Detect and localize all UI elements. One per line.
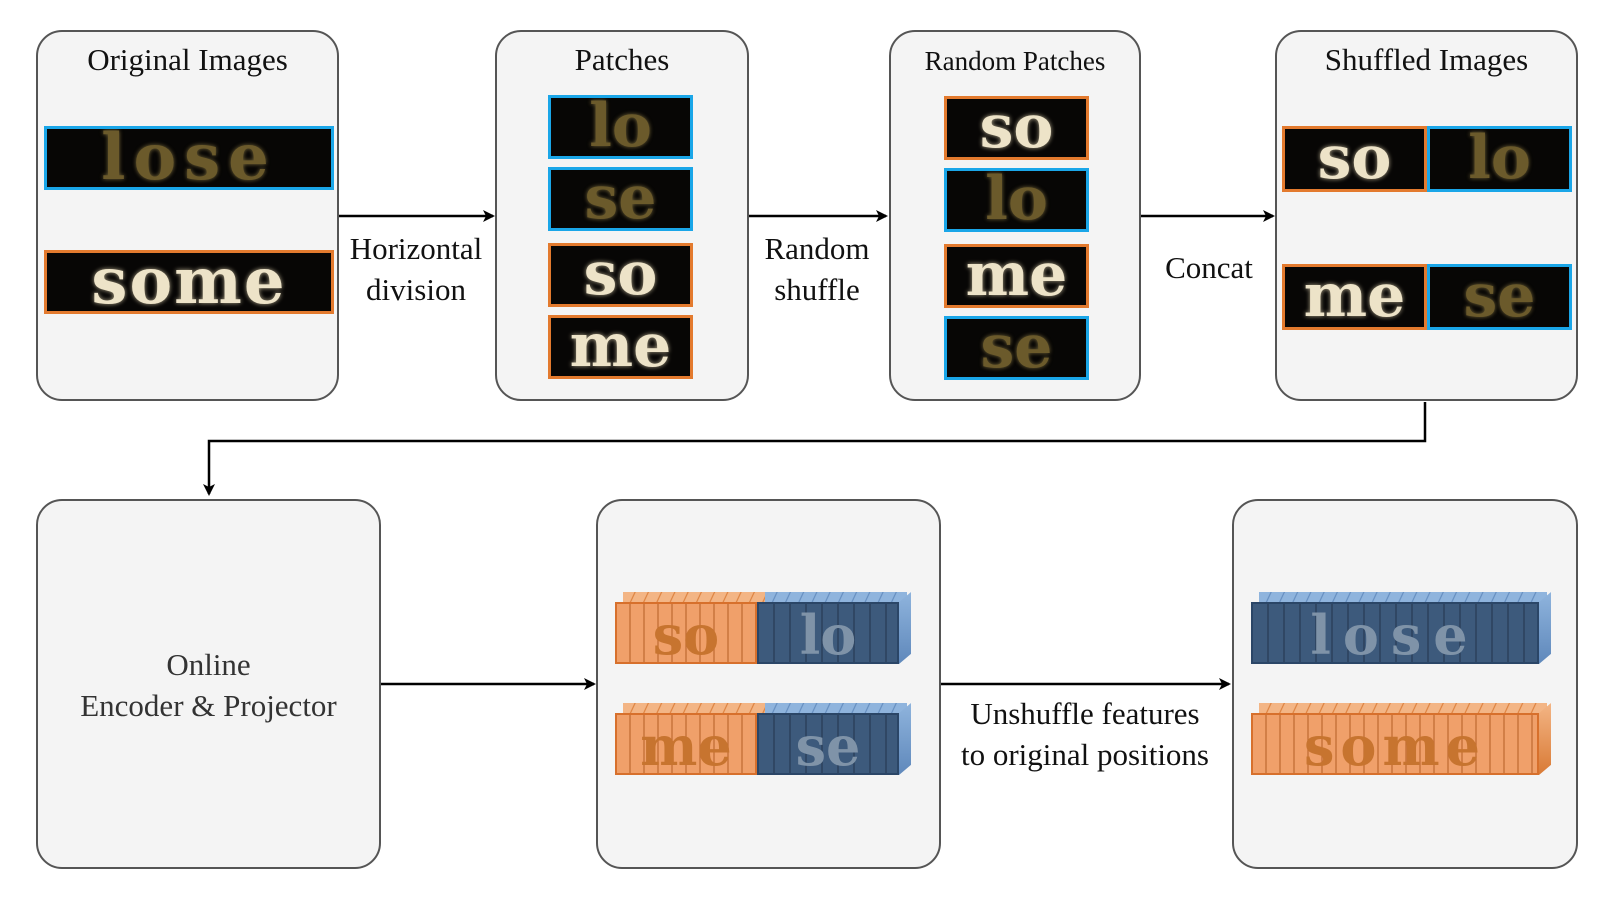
feature-top-blue	[1259, 592, 1547, 602]
image-text: lo	[589, 95, 652, 159]
panel-title: Patches	[574, 42, 670, 77]
image-text: lo	[1468, 126, 1531, 192]
feature-side	[1539, 703, 1551, 775]
feature-segment-me: me	[615, 713, 757, 775]
feature-top-blue	[765, 592, 907, 602]
random-patch-se: se	[944, 316, 1089, 380]
random-patch-lo: lo	[944, 168, 1089, 232]
patch-lo: lo	[548, 95, 693, 159]
feature-side	[899, 592, 911, 664]
feature-top-orange	[623, 592, 765, 602]
random-patch-so: so	[944, 96, 1089, 160]
image-text: me	[569, 315, 672, 379]
feature-segment-lose: lose	[1251, 602, 1539, 664]
image-text: me	[965, 244, 1068, 308]
original-image-some: some	[44, 250, 334, 314]
panel-unshuffled-features	[1232, 499, 1578, 869]
feature-segment-lo: lo	[757, 602, 899, 664]
shuffled-segment-so: so	[1282, 126, 1427, 192]
feature-row-lose: lose	[1251, 592, 1557, 664]
label-line: Concat	[1165, 250, 1253, 285]
random-patch-me: me	[944, 244, 1089, 308]
image-text: so	[1317, 126, 1392, 192]
encoder-label-line: Online	[166, 647, 251, 682]
label-line: Horizontal	[349, 231, 483, 266]
image-text: lo	[985, 168, 1048, 232]
label-random-shuffle: Random shuffle	[750, 228, 884, 310]
panel-random-patches: Random Patches so lo me se	[889, 30, 1141, 401]
image-text: some	[91, 250, 287, 314]
feature-side	[1539, 592, 1551, 664]
image-text: lose	[101, 126, 277, 190]
feature-row-some: some	[1251, 703, 1557, 775]
feature-top-blue	[765, 703, 907, 713]
feature-side	[899, 703, 911, 775]
label-line: to original positions	[961, 737, 1209, 772]
shuffled-segment-se: se	[1427, 264, 1572, 330]
shuffled-image-mese: me se	[1282, 264, 1572, 330]
patch-se: se	[548, 167, 693, 231]
image-text: me	[1303, 264, 1406, 330]
image-text: so	[583, 243, 658, 307]
image-text: so	[979, 96, 1054, 160]
image-text: se	[584, 167, 657, 231]
feature-segment-some: some	[1251, 713, 1539, 775]
label-horizontal-division: Horizontal division	[340, 228, 492, 310]
image-text: se	[1463, 264, 1536, 330]
panel-original-images: Original Images lose some	[36, 30, 339, 401]
patch-so: so	[548, 243, 693, 307]
original-image-lose: lose	[44, 126, 334, 190]
panel-title: Random Patches	[924, 46, 1106, 76]
label-line: division	[366, 272, 466, 307]
shuffled-segment-me: me	[1282, 264, 1427, 330]
shuffled-image-solo: so lo	[1282, 126, 1572, 192]
shuffled-segment-lo: lo	[1427, 126, 1572, 192]
panel-title: Shuffled Images	[1324, 42, 1529, 77]
panel-shuffled-features	[596, 499, 941, 869]
label-line: Random	[764, 231, 870, 266]
panel-shuffled-images: Shuffled Images so lo me se	[1275, 30, 1578, 401]
feature-row-mese: me se	[615, 703, 919, 775]
label-unshuffle-features: Unshuffle features to original positions	[937, 693, 1233, 775]
encoder-label: Online Encoder & Projector	[38, 644, 379, 726]
patch-me: me	[548, 315, 693, 379]
label-line: Unshuffle features	[970, 696, 1200, 731]
label-concat: Concat	[1143, 247, 1275, 288]
feature-row-solo: so lo	[615, 592, 919, 664]
feature-top-orange	[623, 703, 765, 713]
encoder-label-line: Encoder & Projector	[80, 688, 337, 723]
panel-title: Original Images	[87, 42, 288, 77]
image-text: se	[980, 316, 1053, 380]
feature-segment-se: se	[757, 713, 899, 775]
feature-segment-so: so	[615, 602, 757, 664]
arrow-to-encoder	[203, 402, 1427, 496]
panel-patches: Patches lo se so me	[495, 30, 749, 401]
panel-online-encoder-projector: Online Encoder & Projector	[36, 499, 381, 869]
label-line: shuffle	[774, 272, 860, 307]
feature-top-orange	[1259, 703, 1547, 713]
